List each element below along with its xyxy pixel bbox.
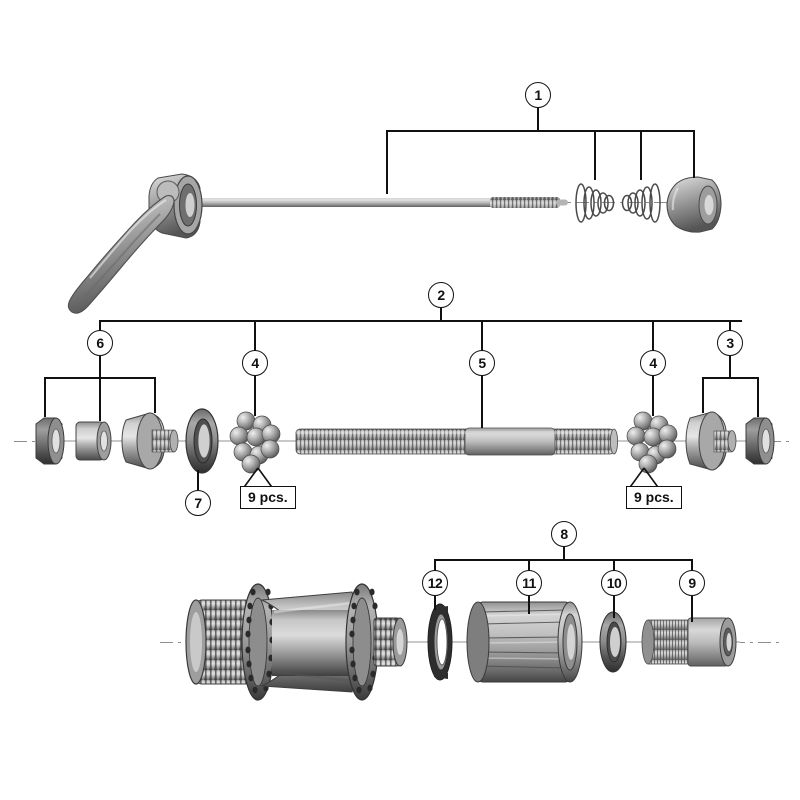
part-hub-axle	[295, 427, 619, 456]
part-freehub-spacer-washer	[427, 603, 453, 681]
quantity-label-right: 9 pcs.	[626, 486, 682, 509]
leader-6-stem	[99, 356, 101, 378]
part-freehub-seal-ring	[599, 611, 627, 673]
callout-3[interactable]: 3	[717, 330, 743, 356]
leader-2-to-6	[99, 320, 101, 338]
leader-6-to-cone	[154, 377, 156, 413]
part-left-locknut	[35, 417, 65, 465]
callout-5[interactable]: 5	[469, 350, 495, 376]
leader-1-to-spring-left	[594, 130, 596, 180]
callout-10[interactable]: 10	[601, 570, 627, 596]
leader-2-to-4-right	[652, 320, 654, 358]
leader-7-stem	[197, 470, 199, 490]
leader-4-right-stem	[652, 376, 654, 416]
leader-3-to-cone	[702, 377, 704, 413]
part-freehub-fixing-bolt	[641, 617, 737, 667]
leader-2-bar	[99, 320, 742, 322]
part-ball-bearing-set-right	[626, 411, 678, 474]
part-conical-spring-left	[575, 183, 615, 223]
leader-8-to-10	[613, 559, 615, 571]
quantity-label-left: 9 pcs.	[240, 486, 296, 509]
leader-3-bar	[702, 377, 758, 379]
leader-2-to-5	[481, 320, 483, 358]
part-conical-spring-right	[621, 183, 661, 223]
leader-8-to-9	[691, 559, 693, 571]
leader-11-stem	[528, 596, 530, 614]
leader-1-to-rod	[386, 130, 388, 194]
leader-4-left-stem	[254, 376, 256, 416]
leader-9-stem	[691, 596, 693, 622]
part-freehub-body	[466, 601, 583, 683]
part-skewer-rod	[196, 197, 568, 208]
part-quick-release-lever	[67, 195, 175, 314]
leader-10-stem	[613, 596, 615, 618]
callout-4-left[interactable]: 4	[242, 350, 268, 376]
leader-1-to-nut	[693, 130, 695, 178]
part-dust-seal-washer	[185, 408, 219, 474]
part-right-cone	[685, 411, 737, 471]
leader-2-to-4-left	[254, 320, 256, 358]
leader-8-to-12	[434, 559, 436, 571]
leader-8-to-11	[528, 559, 530, 571]
callout-9[interactable]: 9	[679, 570, 705, 596]
callout-2[interactable]: 2	[428, 282, 454, 308]
callout-7[interactable]: 7	[185, 490, 211, 516]
leader-12-stem	[434, 596, 436, 610]
part-adjusting-nut	[666, 176, 722, 233]
leader-8-stem	[563, 547, 565, 560]
leader-2-to-3	[729, 320, 731, 338]
leader-6-to-spacer	[99, 377, 101, 421]
callout-4-right[interactable]: 4	[640, 350, 666, 376]
part-right-locknut	[745, 417, 775, 465]
leader-3-stem	[729, 356, 731, 378]
leader-6-to-locknut	[44, 377, 46, 417]
part-left-cone	[121, 412, 179, 470]
callout-6[interactable]: 6	[87, 330, 113, 356]
callout-1[interactable]: 1	[525, 82, 551, 108]
part-left-spacer	[75, 421, 112, 461]
callout-8[interactable]: 8	[551, 521, 577, 547]
leader-1-stem	[537, 108, 539, 131]
callout-12[interactable]: 12	[422, 570, 448, 596]
part-ball-bearing-set-left	[229, 411, 281, 474]
callout-11[interactable]: 11	[516, 570, 542, 596]
leader-3-to-locknut	[757, 377, 759, 417]
leader-5-stem	[481, 376, 483, 428]
leader-1-bar	[386, 130, 694, 132]
part-hub-shell	[185, 583, 408, 701]
leader-8-bar	[434, 559, 692, 561]
leader-1-to-spring-right	[640, 130, 642, 180]
leader-2-stem	[440, 308, 442, 321]
